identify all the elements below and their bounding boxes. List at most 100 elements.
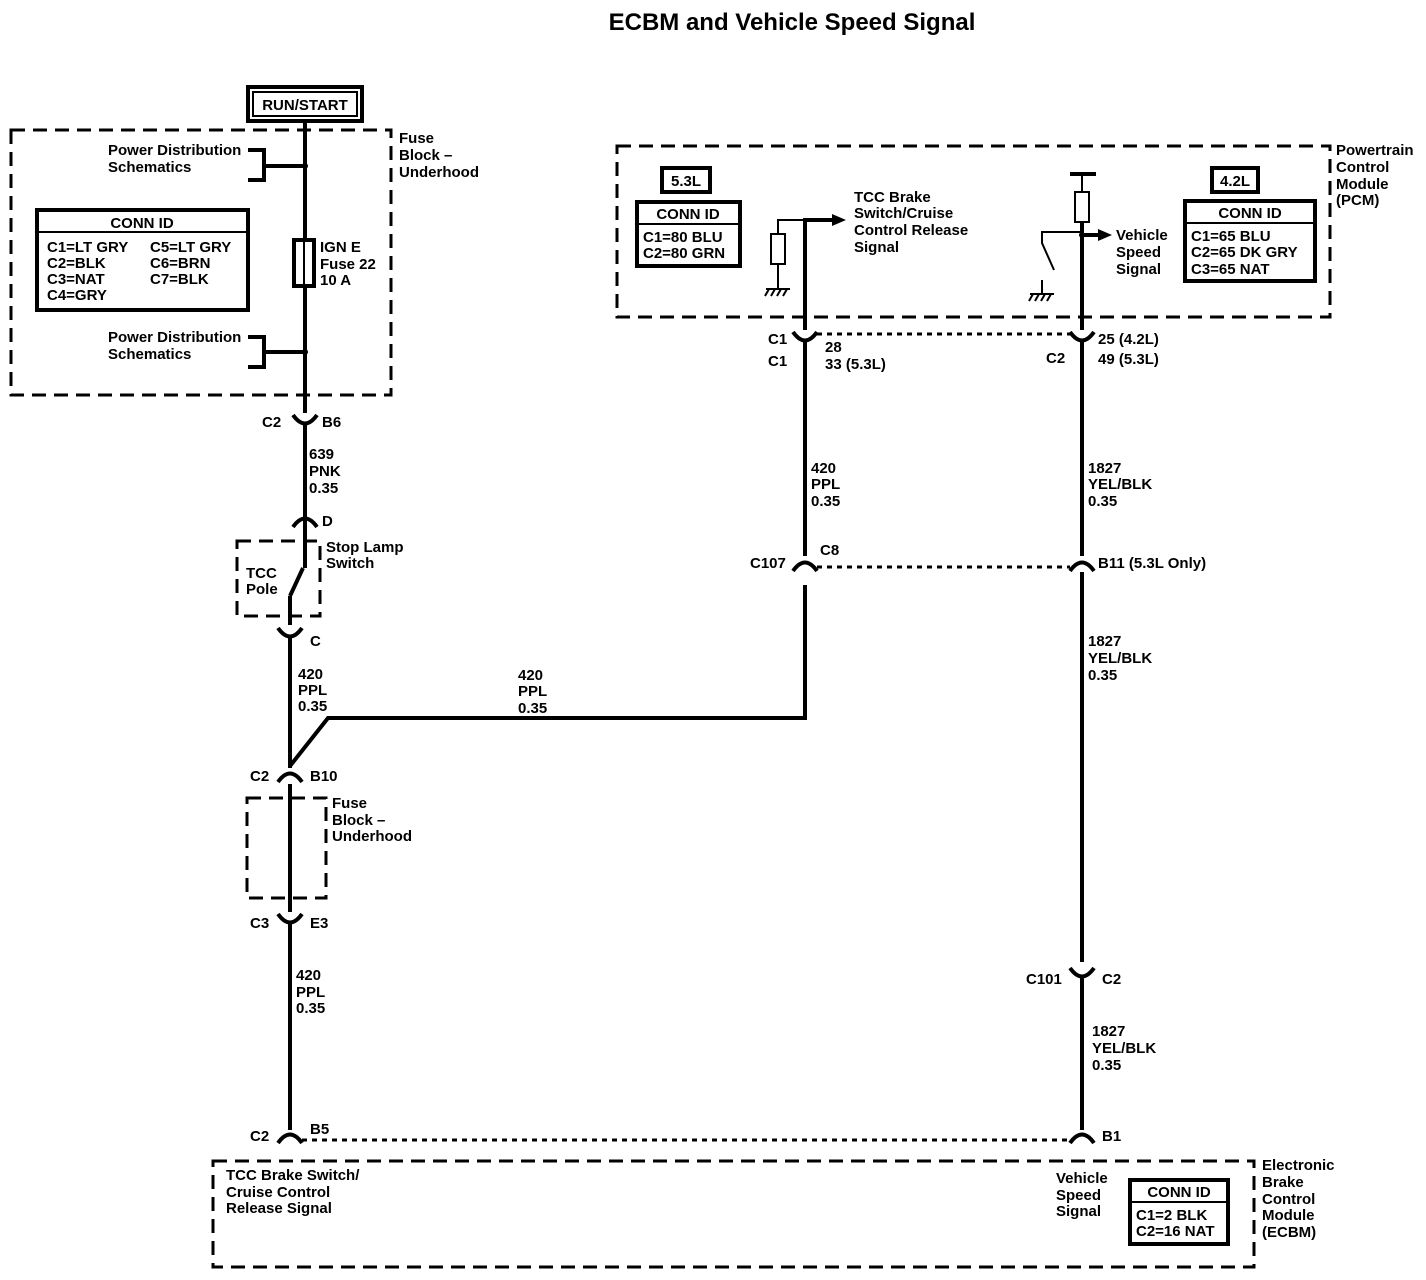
- c101-conn: C101: [1026, 971, 1062, 988]
- tcc-pole-1: TCC: [246, 565, 277, 582]
- fuse-rating: 10 A: [320, 272, 351, 289]
- w420d-color: PPL: [296, 984, 325, 1001]
- ecbm-name-2: Brake: [1262, 1174, 1304, 1191]
- pcm-right-conn: C2: [1046, 350, 1065, 367]
- w1827a-color: YEL/BLK: [1088, 476, 1152, 493]
- pcm-right-pin-a: 25 (4.2L): [1098, 331, 1159, 348]
- conn-id-c5: C5=LT GRY: [150, 239, 231, 256]
- connector-c2-b10: [276, 771, 304, 784]
- ecbm-name-3: Control: [1262, 1191, 1315, 1208]
- connector-b1: [1068, 1132, 1096, 1145]
- connector-c: [276, 626, 304, 639]
- pds-top-2: Schematics: [108, 159, 191, 176]
- connector-c3-e3: [276, 912, 304, 925]
- pcm-conn-left-c1: C1=80 BLU: [643, 229, 723, 246]
- pcm-name-4: (PCM): [1336, 192, 1379, 209]
- ecbm-conn-id-header: CONN ID: [1147, 1184, 1211, 1201]
- pulldown-wire: [777, 219, 805, 234]
- ecbm-conn-id-c1: C1=2 BLK: [1136, 1207, 1207, 1224]
- conn-id-c1: C1=LT GRY: [47, 239, 128, 256]
- variant-42l-box: [1210, 166, 1260, 194]
- w1827c-color: YEL/BLK: [1092, 1040, 1156, 1057]
- w420c-gauge: 0.35: [811, 493, 840, 510]
- vss-transistor-switch: [1041, 231, 1082, 271]
- ecbm-conn-id-box: [1128, 1178, 1230, 1246]
- ground-icon-2: [1028, 293, 1054, 302]
- w1827c-gauge: 0.35: [1092, 1057, 1121, 1074]
- fuse-block-name-1: Fuse: [399, 130, 434, 147]
- pcm-conn-right-c2: C2=65 DK GRY: [1191, 244, 1298, 261]
- fuse-number: Fuse 22: [320, 256, 376, 273]
- wire-420-to-c107: [288, 585, 807, 768]
- c2-b6-conn: C2: [262, 414, 281, 431]
- pcm-conn-left-c2: C2=80 GRN: [643, 245, 725, 262]
- conn-id-c3: C3=NAT: [47, 271, 105, 288]
- pcm-left-conn-b: C1: [768, 353, 787, 370]
- ground-icon: [764, 288, 790, 297]
- ecbm-name-5: (ECBM): [1262, 1224, 1316, 1241]
- ecbm-vss-3: Signal: [1056, 1203, 1101, 1220]
- c2-b6-pin: B6: [322, 414, 341, 431]
- c2-b10-conn: C2: [250, 768, 269, 785]
- c107-pin: C8: [820, 542, 839, 559]
- conn-id-c2: C2=BLK: [47, 255, 106, 272]
- pcm-tcc-signal-1: TCC Brake: [854, 189, 931, 206]
- w1827b-circuit: 1827: [1088, 633, 1121, 650]
- connector-b11: [1068, 560, 1096, 573]
- w420a-color: PPL: [298, 682, 327, 699]
- connector-d: [291, 516, 319, 529]
- run-start-label: RUN/START: [262, 97, 348, 114]
- fuse-block-mid-2: Block –: [332, 812, 385, 829]
- switch-blade: [288, 567, 305, 597]
- connector-c2-b5: [276, 1132, 304, 1145]
- fuse-block-underhood-top: [9, 128, 393, 397]
- c2-b10-pin: B10: [310, 768, 338, 785]
- b1-label: B1: [1102, 1128, 1121, 1145]
- pcm-tcc-signal-2: Switch/Cruise: [854, 205, 953, 222]
- ecbm-tcc-1: TCC Brake Switch/: [226, 1167, 360, 1184]
- pcm-conn-right-c3: C3=65 NAT: [1191, 261, 1270, 278]
- fuse-block-name-3: Underhood: [399, 164, 479, 181]
- pullup-resistor: [1074, 191, 1090, 223]
- conn-c-label: C: [310, 633, 321, 650]
- variant-42l: 4.2L: [1220, 173, 1250, 190]
- w1827a-circuit: 1827: [1088, 460, 1121, 477]
- pds-bottom-2: Schematics: [108, 346, 191, 363]
- ecbm-tcc-2: Cruise Control: [226, 1184, 330, 1201]
- variant-53l-box: [660, 166, 712, 194]
- connector-pcm-c1: [791, 330, 819, 343]
- variant-53l: 5.3L: [671, 173, 701, 190]
- c3-e3-pin: E3: [310, 915, 328, 932]
- vss-splice: [1079, 232, 1085, 238]
- fuse-block-mid-1: Fuse: [332, 795, 367, 812]
- pcm-vss-3: Signal: [1116, 261, 1161, 278]
- fuse-block-name-2: Block –: [399, 147, 452, 164]
- conn-d-label: D: [322, 513, 333, 530]
- page-title: ECBM and Vehicle Speed Signal: [609, 9, 976, 36]
- c107-conn: C107: [750, 555, 786, 572]
- pcm-conn-left-header: CONN ID: [656, 206, 720, 223]
- ecbm-name-1: Electronic: [1262, 1157, 1335, 1174]
- conn-id-box-fuse-block: [35, 208, 250, 312]
- pcm-left-conn-a: C1: [768, 331, 787, 348]
- w1827c-circuit: 1827: [1092, 1023, 1125, 1040]
- ecbm-vss-2: Speed: [1056, 1187, 1101, 1204]
- w1827b-color: YEL/BLK: [1088, 650, 1152, 667]
- stop-lamp-switch-2: Switch: [326, 555, 374, 572]
- fuse-block-underhood-mid: [245, 796, 328, 900]
- tcc-pole-2: Pole: [246, 581, 278, 598]
- w420c-circuit: 420: [811, 460, 836, 477]
- w420d-circuit: 420: [296, 967, 321, 984]
- stop-lamp-switch-box: [235, 539, 322, 618]
- w420c-color: PPL: [811, 476, 840, 493]
- pcm-conn-right-header: CONN ID: [1218, 205, 1282, 222]
- conn-id-c4: C4=GRY: [47, 287, 107, 304]
- pcm-vss-2: Speed: [1116, 244, 1161, 261]
- c2-b5-conn: C2: [250, 1128, 269, 1145]
- pcm-conn-right-c1: C1=65 BLU: [1191, 228, 1271, 245]
- w1827b-gauge: 0.35: [1088, 667, 1117, 684]
- c3-e3-conn: C3: [250, 915, 269, 932]
- c101-pin: C2: [1102, 971, 1121, 988]
- ecbm-vss-1: Vehicle: [1056, 1170, 1108, 1187]
